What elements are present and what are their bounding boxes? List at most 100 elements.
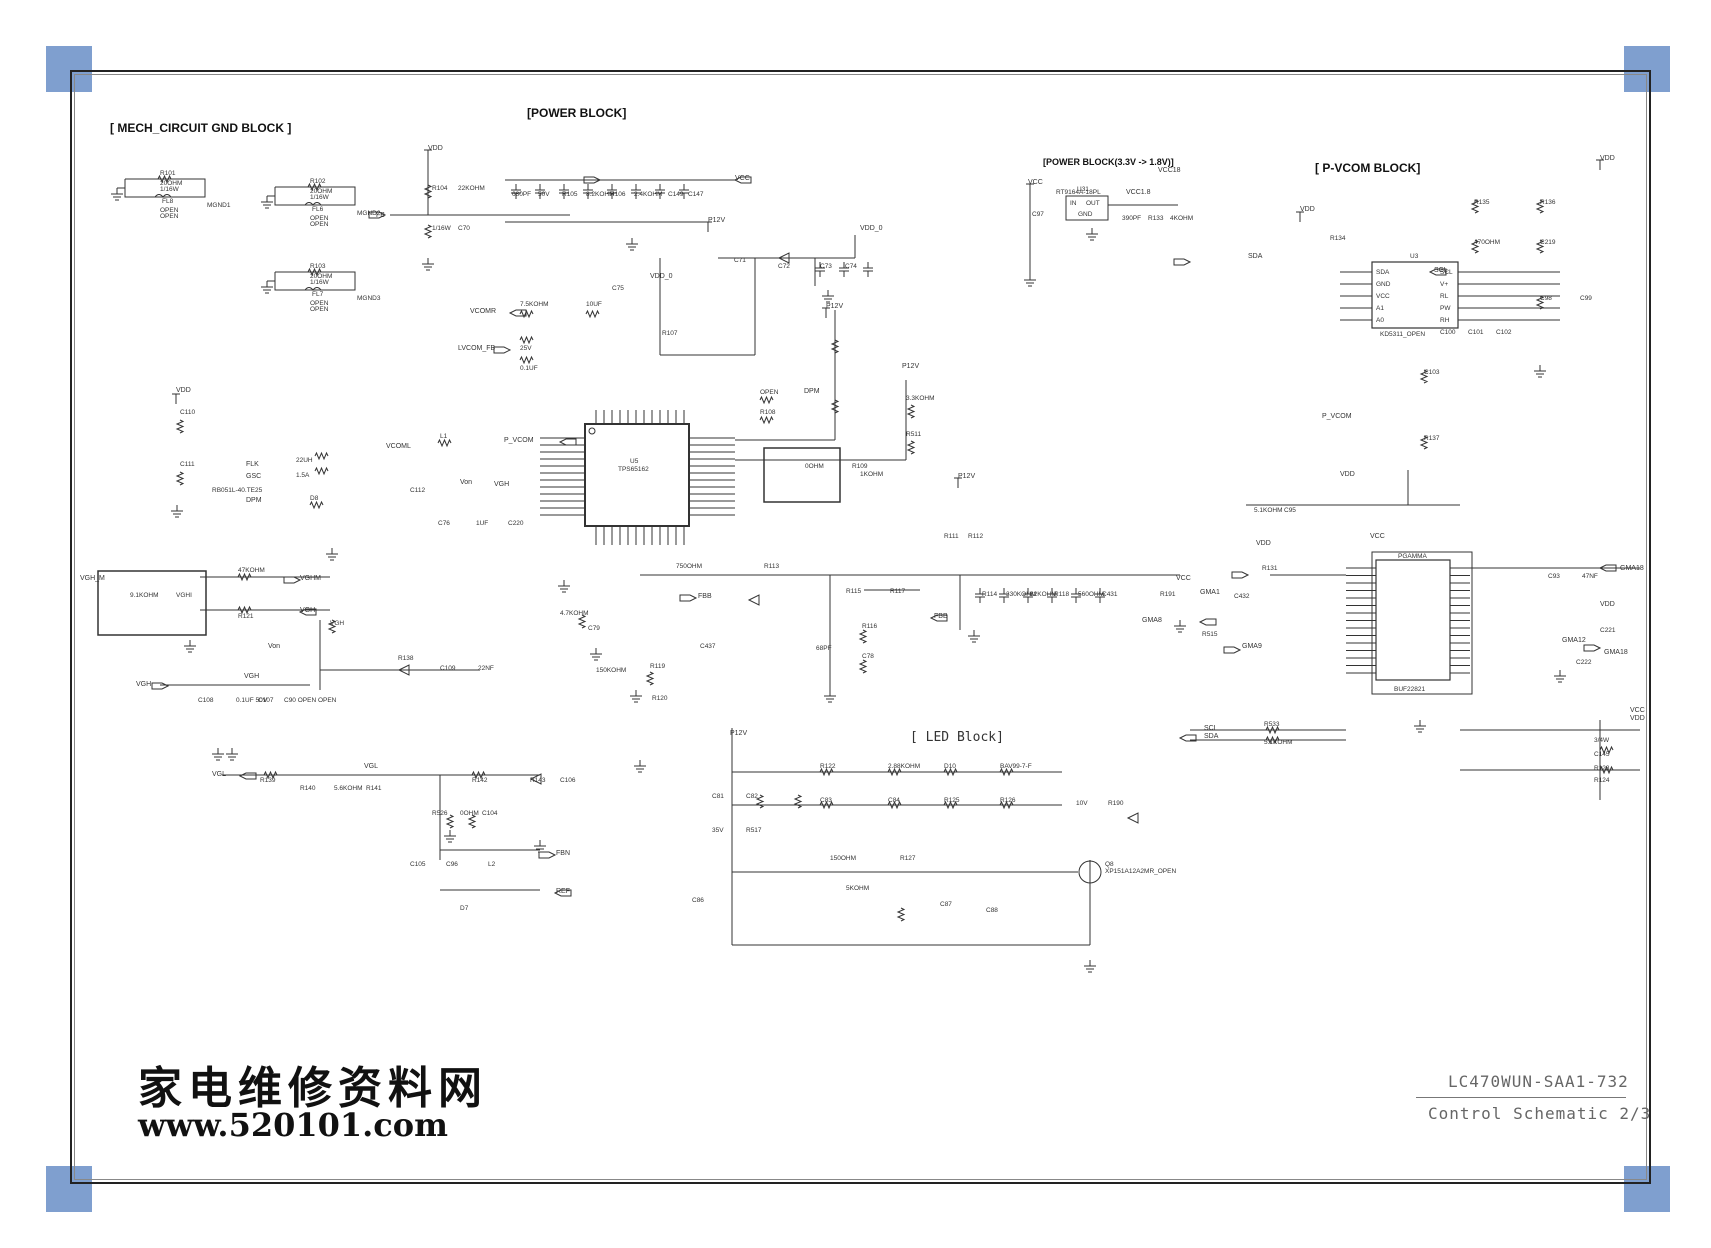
ground-symbol (1086, 228, 1098, 241)
schematic-label: C76 (438, 520, 450, 527)
schematic-label: R141 (366, 785, 382, 792)
ground-symbol (824, 690, 836, 703)
ground-symbol (634, 760, 646, 773)
schematic-label: PGAMMA (1398, 553, 1428, 560)
schematic-label: R108 (760, 409, 776, 416)
diode-symbol (747, 594, 760, 606)
ground-symbol (212, 748, 224, 761)
schematic-label: C97 (1032, 211, 1044, 218)
schematic-label: C112 (410, 487, 425, 494)
schematic-label: C88 (986, 907, 998, 914)
diode-symbol (529, 773, 542, 785)
pvcom-block-title: [ P-VCOM BLOCK] (1315, 161, 1421, 175)
schematic-label: C75 (612, 285, 624, 292)
schematic-label: VGHI (176, 592, 192, 599)
schematic-label: VDD_0 (650, 273, 673, 280)
schematic-label: 1.5A (296, 472, 310, 479)
schematic-label: GMA12 (1562, 637, 1586, 644)
resistor-symbol (1265, 725, 1280, 735)
schematic-label: C106 (560, 777, 576, 784)
schematic-label: R137 (1424, 435, 1440, 442)
schematic-label: DPM (246, 497, 262, 504)
schematic-label: 2.4KOHM (634, 191, 663, 198)
diode-symbol (397, 664, 410, 676)
schematic-label: TPS65162 (618, 466, 649, 473)
resistor-symbol (999, 767, 1014, 777)
schematic-label: C72 (778, 263, 790, 270)
resistor-symbol (1535, 199, 1545, 214)
schematic-label: 390PF (1122, 215, 1141, 222)
schematic-label: P12V (708, 217, 725, 224)
resistor-symbol (175, 471, 185, 486)
schematic-label: D7 (460, 905, 469, 912)
schematic-label: R139 (260, 777, 276, 784)
diode-symbol (1126, 812, 1139, 824)
net-flag (1198, 618, 1217, 626)
resistor-symbol (645, 671, 655, 686)
schematic-label: R103 (310, 263, 326, 270)
power-symbol (424, 149, 432, 160)
capacitor-symbol (679, 184, 689, 199)
resistor-symbol (327, 619, 337, 634)
schematic-label: 20OHM (310, 188, 332, 195)
schematic-label: VDD (176, 387, 191, 394)
capacitor-symbol (815, 262, 825, 277)
schematic-label: FL8 (162, 198, 174, 205)
capacitor-symbol (1047, 588, 1057, 603)
schematic-label: GMA8 (1142, 617, 1162, 624)
schematic-label: A0 (1376, 317, 1384, 324)
schematic-label: R515 (1202, 631, 1218, 638)
schematic-label: OPEN (760, 389, 779, 396)
capacitor-symbol (1071, 588, 1081, 603)
schematic-label: FBB (698, 593, 712, 600)
ground-symbol (1084, 960, 1096, 973)
title-block-sheet: Control Schematic 2/3 (1428, 1104, 1652, 1123)
schematic-label: 750OHM (676, 563, 702, 570)
net-flag (558, 438, 577, 446)
corner-mark-top-right (1624, 46, 1670, 92)
ground-symbol (1024, 274, 1036, 287)
net-flag (553, 889, 572, 897)
schematic-label: Q8 (1105, 861, 1114, 868)
power-symbol (172, 393, 180, 404)
schematic-label: C219 (1540, 239, 1556, 246)
schematic-label: 8.2KOHM (586, 191, 615, 198)
schematic-label: VDD (1600, 601, 1615, 608)
schematic-label: IN (1070, 200, 1077, 207)
ground-symbol (534, 840, 546, 853)
resistor-symbol (157, 174, 172, 184)
schematic-label: L2 (488, 861, 496, 868)
schematic-label: R133 (1148, 215, 1164, 222)
schematic-label: 22UH (296, 457, 313, 464)
resistor-symbol (887, 767, 902, 777)
capacitor-symbol (1023, 588, 1033, 603)
schematic-label: VCOML (386, 443, 411, 450)
schematic-label: R135 (1474, 199, 1490, 206)
ic-tps65162 (584, 423, 690, 527)
capacitor-symbol (655, 184, 665, 199)
schematic-label: R111 (944, 533, 959, 540)
resistor-symbol (896, 907, 906, 922)
schematic-label: VGH (330, 620, 344, 627)
schematic-label: C101 (1468, 329, 1484, 336)
sheet-border-inner (74, 74, 1647, 1180)
inductor-symbol (304, 287, 322, 291)
schematic-label: R134 (1330, 235, 1346, 242)
net-flag (1583, 644, 1602, 652)
schematic-label: SDA (1376, 269, 1390, 276)
schematic-label: LVCOM_FB (458, 345, 496, 352)
schematic-label: 47NF (1582, 573, 1598, 580)
led-block-title: [ LED Block] (910, 730, 1004, 745)
schematic-label: C108 (198, 697, 214, 704)
ic-pin1-mark (588, 427, 596, 435)
wire (274, 271, 356, 291)
watermark-chinese: 家电维修资料网 (138, 1063, 488, 1114)
resistor-symbol (906, 404, 916, 419)
schematic-label: 5.1KOHM (1264, 739, 1293, 746)
net-flag (679, 594, 698, 602)
schematic-label: 47KOHM (238, 567, 265, 574)
schematic-label: R517 (746, 827, 762, 834)
resistor-symbol (858, 629, 868, 644)
schematic-label: C86 (692, 897, 704, 904)
schematic-label: 7.5KOHM (520, 301, 549, 308)
